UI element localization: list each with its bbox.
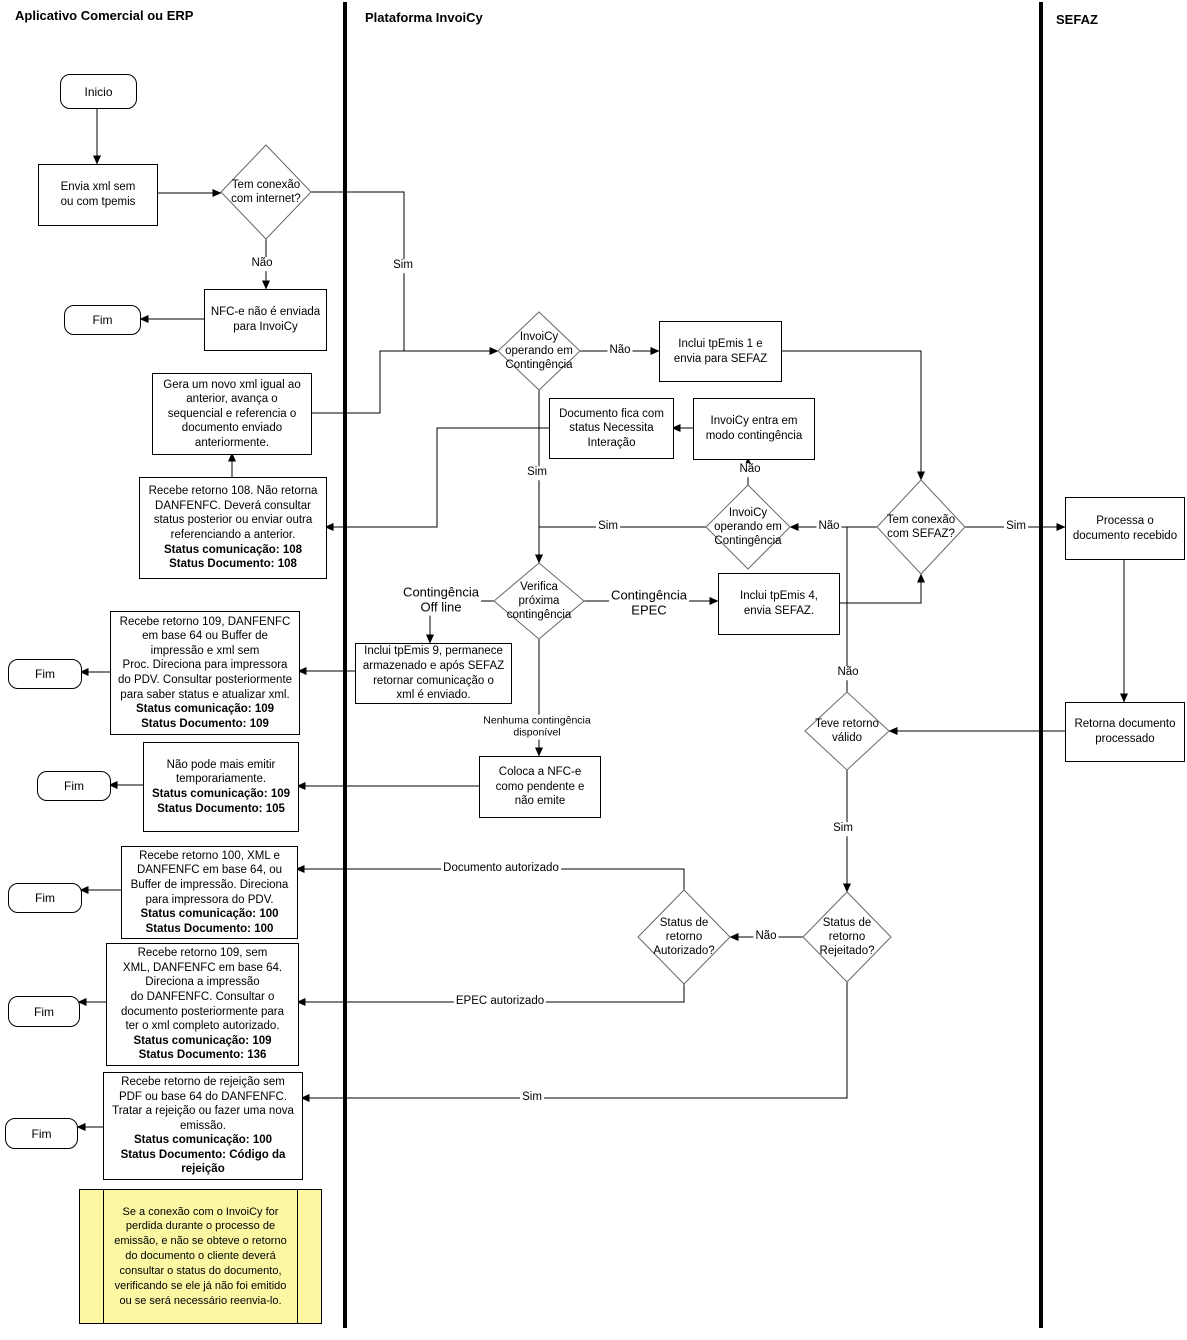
node-tpemis1: Inclui tpEmis 1 e envia para SEFAZ (659, 321, 782, 382)
edge-label-contingencia-epec: Contingência EPEC (609, 587, 689, 619)
note-box: Se a conexão com o InvoiCy for perdida d… (79, 1189, 322, 1324)
edge-label-nao-contingencia1: Não (607, 344, 633, 358)
lane-title-invoicy: Plataforma InvoiCy (365, 10, 483, 25)
terminator-fim-4: Fim (8, 883, 82, 913)
decision-operando-contingencia-2: InvoiCy operando em Contingência (714, 506, 782, 548)
edge-label-nao-internet: Não (249, 257, 275, 271)
node-retorna: Retorna documento processado (1065, 702, 1185, 762)
terminator-fim-2: Fim (8, 659, 82, 689)
decision-operando-contingencia-1: InvoiCy operando em Contingência (505, 330, 573, 372)
node-retorno-rejeicao: Recebe retorno de rejeição sem PDF ou ba… (103, 1072, 303, 1180)
node-nfce-nao-enviada: NFC-e não é enviada para InvoiCy (204, 289, 327, 351)
edge-label-sim-teve-retorno: Sim (831, 822, 855, 836)
diamond-retorno-rejeitado (802, 891, 892, 983)
lane-divider-erp-invoicy (343, 2, 347, 1328)
decision-diamonds (220, 144, 966, 985)
lane-divider-invoicy-sefaz (1039, 2, 1043, 1328)
edge-label-nao-teve-retorno: Não (835, 666, 861, 680)
edge-label-sim-contingencia2: Sim (596, 520, 620, 534)
node-processa: Processa o documento recebido (1065, 497, 1185, 560)
node-retorno-108: Recebe retorno 108. Não retorna DANFENFC… (139, 477, 327, 579)
node-tpemis9: Inclui tpEmis 9, permanece armazenado e … (355, 643, 512, 704)
node-doc-necessita: Documento fica com status Necessita Inte… (549, 398, 674, 459)
note-right-bar (297, 1190, 321, 1323)
diamond-tem-conexao-sefaz (876, 479, 966, 575)
terminator-fim-5: Fim (8, 996, 80, 1027)
note-text: Se a conexão com o InvoiCy for perdida d… (114, 1205, 287, 1307)
node-retorno-136: Recebe retorno 109, sem XML, DANFENFC em… (106, 943, 299, 1066)
edge-label-contingencia-offline: Contingência Off line (401, 584, 481, 616)
node-entra-contingencia: InvoiCy entra em modo contingência (693, 398, 815, 460)
decision-retorno-rejeitado: Status de retorno Rejeitado? (819, 916, 875, 958)
lane-title-erp: Aplicativo Comercial ou ERP (15, 8, 194, 23)
diamond-operando-contingencia-2 (705, 484, 791, 570)
decision-verifica-proxima: Verifica próxima contingência (506, 580, 572, 622)
edge-label-sim-internet: Sim (391, 259, 415, 273)
decision-tem-conexao-sefaz: Tem conexão com SEFAZ? (886, 513, 956, 540)
lane-title-sefaz: SEFAZ (1056, 12, 1098, 27)
terminator-fim-3: Fim (37, 771, 111, 801)
node-envia-xml: Envia xml sem ou com tpemis (38, 164, 158, 226)
node-retorno-109: Recebe retorno 109, DANFENFC em base 64 … (110, 611, 300, 735)
decision-retorno-autorizado: Status de retorno Autorizado? (653, 916, 715, 958)
edge-label-nenhuma-contingencia: Nenhuma contingência disponível (481, 714, 593, 740)
diamond-retorno-autorizado (637, 889, 731, 985)
node-gera-novo-xml: Gera um novo xml igual ao anterior, avan… (152, 373, 312, 455)
node-nao-pode-emitir: Não pode mais emitir temporariamente.Sta… (143, 742, 299, 832)
terminator-inicio: Inicio (60, 74, 137, 109)
edge-label-sim-rejeitado: Sim (520, 1091, 544, 1105)
node-retorno-100: Recebe retorno 100, XML e DANFENFC em ba… (121, 846, 298, 939)
edge-label-nao-contingencia2: Não (737, 463, 763, 477)
decision-tem-internet: Tem conexão com internet? (231, 178, 301, 205)
node-coloca-pendente: Coloca a NFC-e como pendente e não emite (479, 756, 601, 818)
edge-label-sim-conexao-sefaz: Sim (1004, 520, 1028, 534)
decision-teve-retorno: Teve retorno válido (815, 717, 879, 744)
note-left-bar (80, 1190, 104, 1323)
diamond-operando-contingencia-1 (497, 311, 581, 391)
edge-label-nao-rejeitado: Não (753, 930, 779, 944)
terminator-fim-1: Fim (64, 305, 141, 335)
diamond-tem-internet (220, 144, 312, 240)
edge-label-nao-conexao-sefaz: Não (816, 520, 842, 534)
edge-label-epec-autorizado: EPEC autorizado (453, 995, 547, 1009)
node-tpemis4: Inclui tpEmis 4, envia SEFAZ. (718, 573, 840, 635)
terminator-fim-6: Fim (5, 1118, 78, 1149)
diamond-teve-retorno (804, 691, 890, 771)
edge-label-documento-autorizado: Documento autorizado (441, 862, 561, 876)
edge-label-sim-contingencia1: Sim (525, 466, 549, 480)
diamond-verifica-proxima (493, 562, 585, 640)
